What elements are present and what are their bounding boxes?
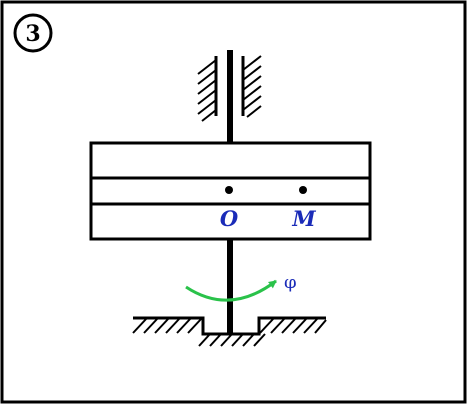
lower-shaft bbox=[227, 239, 233, 335]
point-m-dot bbox=[299, 186, 307, 194]
upper-shaft bbox=[227, 50, 233, 145]
point-o-dot bbox=[225, 186, 233, 194]
point-o-label: O bbox=[220, 206, 239, 231]
problem-number: 3 bbox=[25, 21, 40, 47]
ground-support bbox=[132, 316, 327, 347]
upper-bearing bbox=[197, 55, 262, 122]
rotation-arrow-icon bbox=[185, 279, 277, 302]
rotation-angle-label: φ bbox=[284, 272, 297, 293]
problem-number-badge: 3 bbox=[13, 13, 53, 53]
point-m-label: M bbox=[291, 206, 316, 231]
